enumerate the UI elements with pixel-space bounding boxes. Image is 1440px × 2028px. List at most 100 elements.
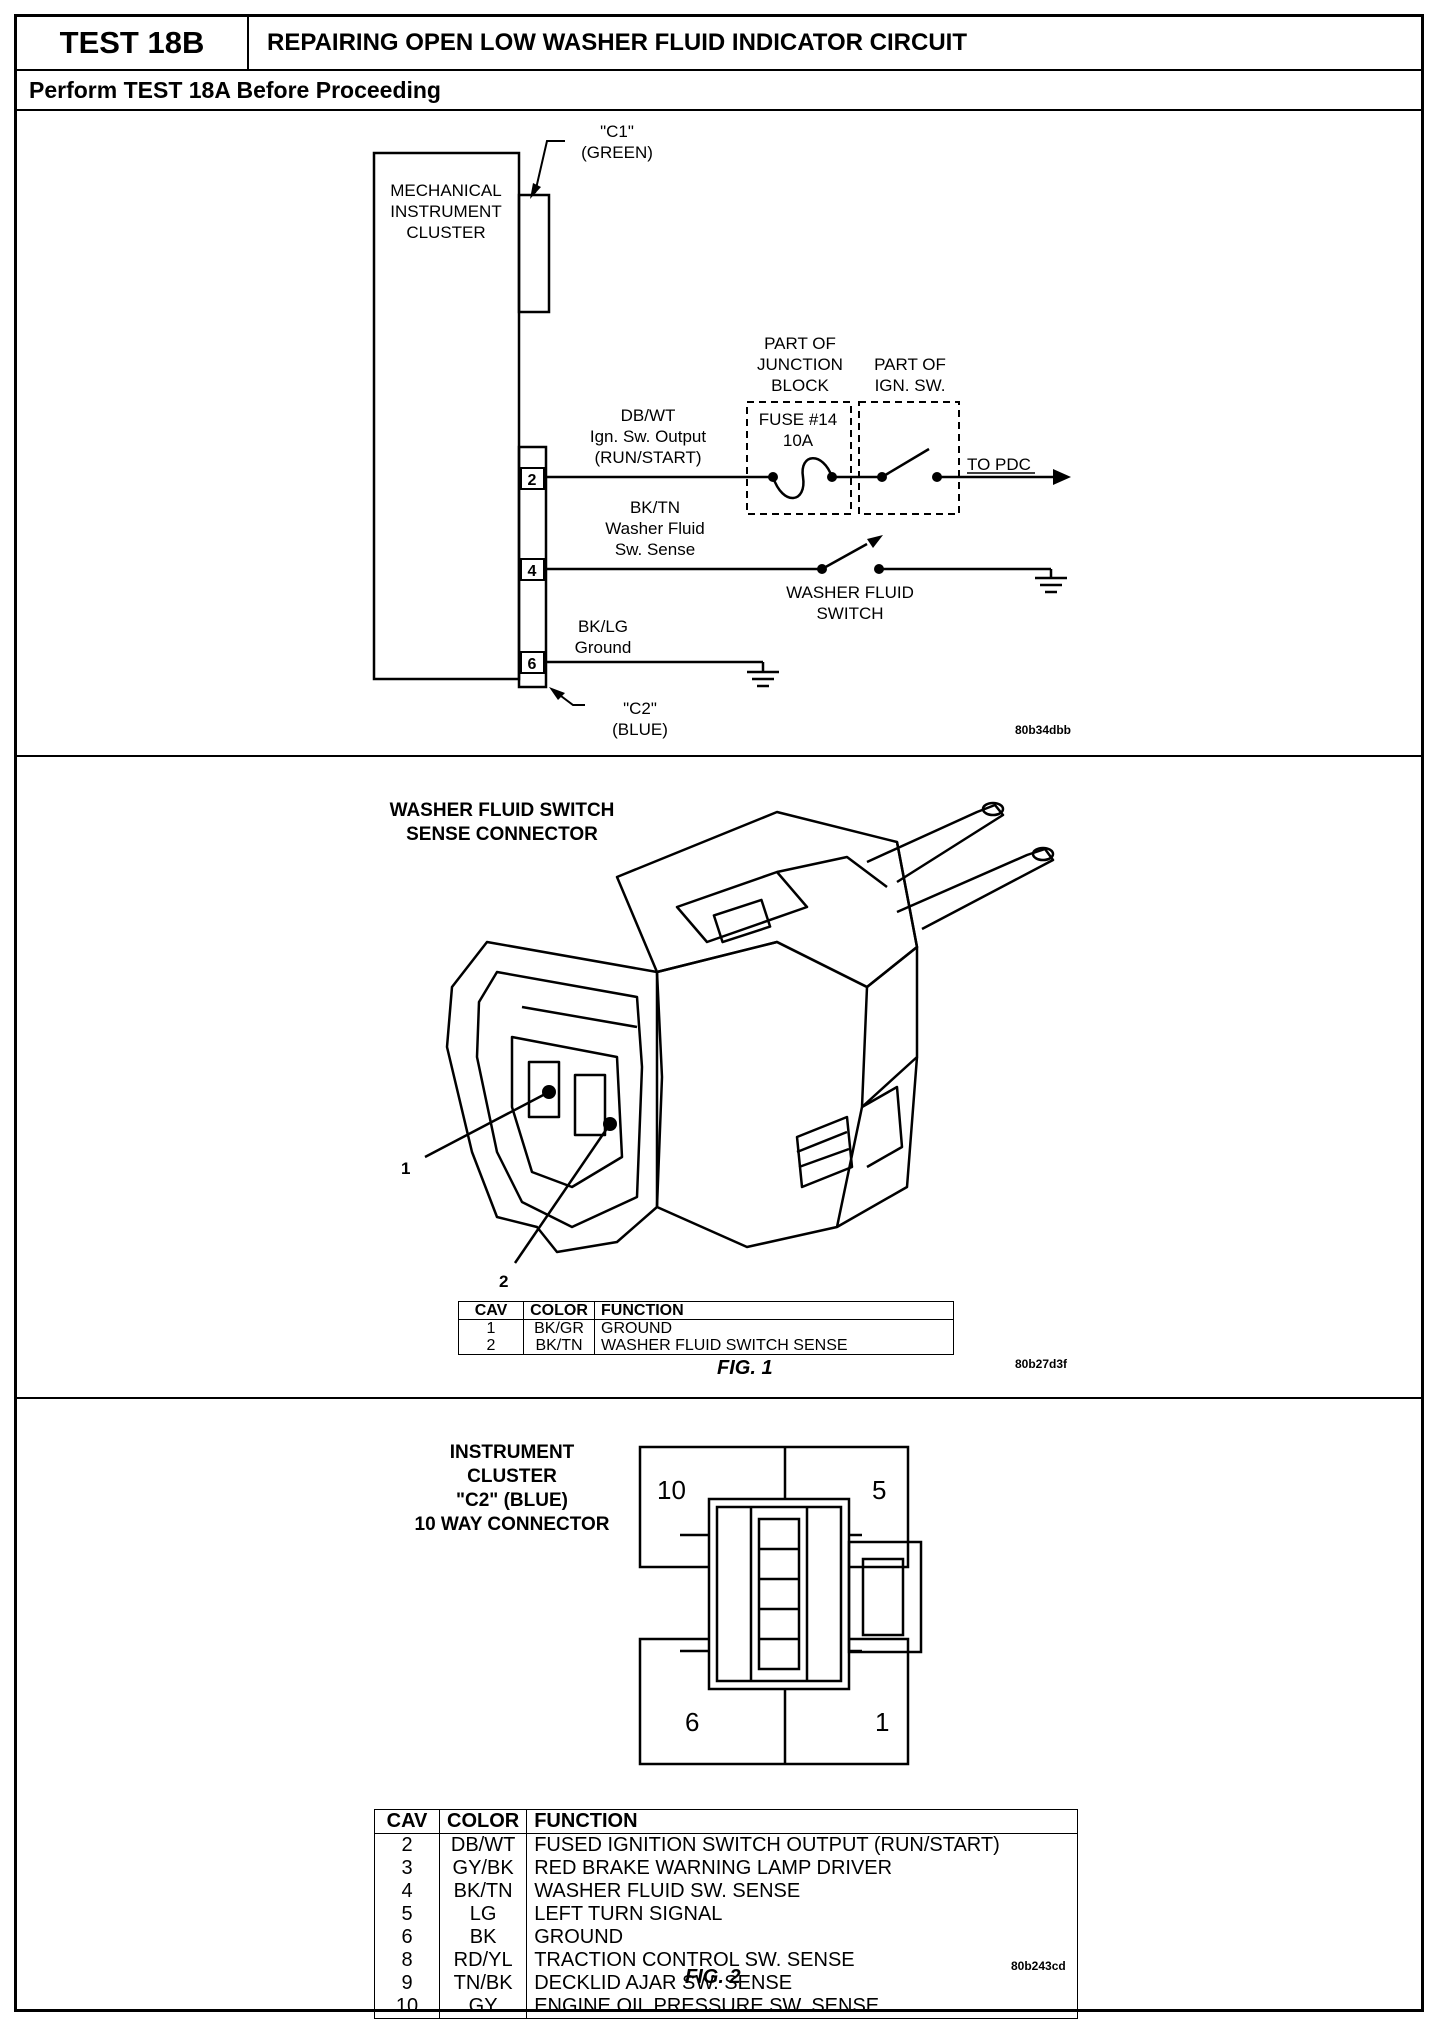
ignition-switch-outline bbox=[858, 401, 960, 515]
cavity-2 bbox=[573, 1073, 607, 1137]
connector-body-bottom-edge bbox=[836, 1056, 919, 1229]
wire6-label-1: BK/LG bbox=[578, 617, 628, 636]
cell-cav: 2 bbox=[401, 1834, 413, 1856]
cluster-label-2: INSTRUMENT bbox=[390, 202, 501, 221]
cell-color: BK/TN bbox=[523, 1337, 595, 1355]
connector-center-housing bbox=[707, 1497, 851, 1691]
cell-function: WASHER FLUID SWITCH SENSE bbox=[594, 1337, 954, 1355]
schematic-code: 80b34dbb bbox=[1015, 723, 1071, 737]
jb-label-2: JUNCTION bbox=[757, 355, 843, 374]
table-row: 5 LG LEFT TURN SIGNAL bbox=[375, 1903, 1078, 1926]
fig2-caption: FIG. 2 bbox=[685, 1966, 741, 1988]
fuse-symbol bbox=[771, 457, 834, 500]
cell-color: RD/YL bbox=[438, 1949, 527, 1972]
pin-6-label: 6 bbox=[685, 1707, 699, 1737]
fig2-title: INSTRUMENT CLUSTER "C2" (BLUE) 10 WAY CO… bbox=[372, 1441, 652, 1537]
side-rib-line-1 bbox=[796, 1130, 848, 1154]
wire4-label-1: BK/TN bbox=[630, 498, 680, 517]
col-cav: CAV bbox=[458, 1301, 524, 1320]
cell-color: LG bbox=[438, 1903, 527, 1926]
cluster-label-3: CLUSTER bbox=[406, 223, 485, 242]
connector-front-face bbox=[445, 940, 664, 1254]
wire4-label-3: Sw. Sense bbox=[615, 540, 695, 559]
cell-color: GY/BK bbox=[438, 1857, 527, 1880]
latch-tab-window bbox=[861, 1557, 905, 1637]
wire-upper bbox=[866, 803, 1005, 884]
cell-cav: 8 bbox=[401, 1949, 413, 1971]
jb-label-3: BLOCK bbox=[771, 376, 829, 395]
fig1-title-line-1: WASHER FLUID SWITCH bbox=[389, 800, 615, 821]
connector-body-side bbox=[655, 940, 869, 1249]
cell-cav: 3 bbox=[401, 1857, 413, 1879]
cell-function: ENGINE OIL PRESSURE SW. SENSE bbox=[526, 1995, 1078, 2019]
table-row: 6 BK GROUND bbox=[375, 1926, 1078, 1949]
c2-label-2: (BLUE) bbox=[612, 720, 668, 739]
fuse-label-1: FUSE #14 bbox=[759, 410, 837, 429]
circuit-schematic: MECHANICAL INSTRUMENT CLUSTER "C1" (GREE… bbox=[372, 122, 1071, 739]
col-cav: CAV bbox=[374, 1809, 440, 1834]
connector-latch bbox=[675, 870, 809, 944]
cell-function: TRACTION CONTROL SW. SENSE bbox=[526, 1949, 1078, 1972]
fuse-label-2: 10A bbox=[783, 431, 814, 450]
callout-2-leader bbox=[513, 1123, 612, 1264]
to-pdc-label: TO PDC bbox=[967, 455, 1031, 474]
cell-cav: 5 bbox=[401, 1903, 413, 1925]
cavity-column bbox=[757, 1517, 801, 1671]
junction-block-outline bbox=[746, 401, 852, 515]
c2-leader-arrow bbox=[549, 687, 565, 700]
col-color: COLOR bbox=[438, 1809, 527, 1834]
cavity-frame bbox=[510, 1035, 624, 1189]
cavity-1 bbox=[527, 1060, 561, 1119]
fig2-title-line-1: INSTRUMENT bbox=[449, 1442, 575, 1463]
table-row: 4 BK/TN WASHER FLUID SW. SENSE bbox=[375, 1880, 1078, 1903]
wire6-label-2: Ground bbox=[575, 638, 632, 657]
jb-label-1: PART OF bbox=[764, 334, 836, 353]
ign-label-1: PART OF bbox=[874, 355, 946, 374]
c2-connector bbox=[517, 445, 548, 689]
pin-2-box bbox=[520, 467, 545, 490]
cell-cav: 1 bbox=[486, 1320, 496, 1337]
c2-label-1: "C2" bbox=[623, 699, 657, 718]
latch-window bbox=[712, 898, 772, 944]
fig2-panel: INSTRUMENT CLUSTER "C2" (BLUE) 10 WAY CO… bbox=[17, 1399, 1421, 2019]
table-row: 2 BK/TN WASHER FLUID SWITCH SENSE bbox=[459, 1337, 954, 1355]
latch-ridge bbox=[776, 855, 888, 888]
connector-body-edge bbox=[866, 841, 919, 988]
connector-latch-tab bbox=[847, 1540, 923, 1654]
cell-color: BK/GR bbox=[523, 1319, 595, 1337]
ten-way-connector-diagram: 10 5 6 1 bbox=[638, 1445, 923, 1766]
cell-function: FUSED IGNITION SWITCH OUTPUT (RUN/START) bbox=[526, 1833, 1078, 1857]
center-inner bbox=[715, 1505, 843, 1683]
pin-6-label: 6 bbox=[528, 656, 537, 673]
fig2-title-line-3: "C2" (BLUE) bbox=[456, 1490, 568, 1511]
connector-body-top bbox=[615, 810, 919, 989]
cell-function: DECKLID AJAR SW. SENSE bbox=[526, 1972, 1078, 1995]
cell-function: WASHER FLUID SW. SENSE bbox=[526, 1880, 1078, 1903]
callout-1: 1 bbox=[401, 1159, 410, 1178]
cell-color: DB/WT bbox=[438, 1833, 527, 1857]
cell-function: RED BRAKE WARNING LAMP DRIVER bbox=[526, 1857, 1078, 1880]
fig2-code: 80b243cd bbox=[1011, 1959, 1066, 1973]
side-rib bbox=[795, 1115, 854, 1189]
fig1-title-line-2: SENSE CONNECTOR bbox=[406, 824, 598, 845]
fig1-title: WASHER FLUID SWITCH SENSE CONNECTOR bbox=[372, 799, 632, 847]
pin-4-box bbox=[520, 558, 545, 581]
washer-switch-label-1: WASHER FLUID bbox=[786, 583, 914, 602]
wire2-label-1: DB/WT bbox=[621, 406, 676, 425]
wire-lower-end bbox=[1031, 846, 1055, 862]
cell-color: GY bbox=[438, 1995, 527, 2019]
cell-color: BK/TN bbox=[438, 1880, 527, 1903]
wire-upper-end bbox=[981, 801, 1005, 817]
cell-color: BK bbox=[438, 1926, 527, 1949]
pin-1-label: 1 bbox=[875, 1707, 889, 1737]
instrument-cluster-box bbox=[372, 151, 521, 681]
fig1-caption: FIG. 1 bbox=[717, 1357, 773, 1379]
ign-switch-blade bbox=[881, 447, 930, 479]
face-ridge bbox=[521, 1005, 638, 1029]
fig1-pin-table: CAV COLOR FUNCTION 1 BK/GR GROUND 2 BK/T… bbox=[458, 1301, 954, 1355]
wire2-label-2: Ign. Sw. Output bbox=[590, 427, 707, 446]
callout-2: 2 bbox=[499, 1272, 508, 1291]
col-color: COLOR bbox=[523, 1301, 595, 1320]
col-function: FUNCTION bbox=[594, 1301, 954, 1320]
table-row: 2 DB/WT FUSED IGNITION SWITCH OUTPUT (RU… bbox=[375, 1833, 1078, 1857]
